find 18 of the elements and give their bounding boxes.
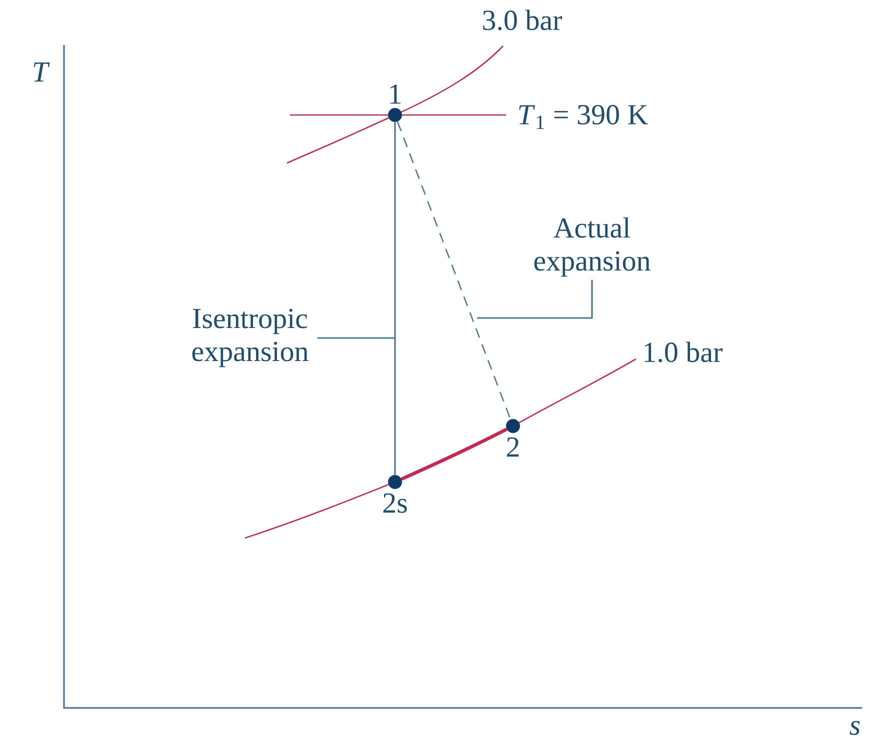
node-label: 1 [390, 84, 401, 104]
curve-label: T$_{1}$ = 390 K [519, 104, 648, 130]
leader-line [317, 337, 395, 339]
axis-label: s [850, 721, 860, 735]
state-point: 2s [383, 474, 407, 513]
state-point: 1 [388, 84, 402, 122]
node-label: 2s [383, 493, 407, 513]
callout-text: Isentropic expansion [192, 308, 308, 368]
leader-line [477, 280, 593, 319]
process-line [396, 122, 512, 420]
process-line [400, 428, 508, 481]
curve-label: 3.0 bar [483, 10, 562, 30]
state-point: 2 [506, 418, 520, 457]
process-line [394, 122, 396, 475]
curve-label: 1.0 bar [644, 342, 722, 362]
axis-label: T [34, 62, 50, 82]
node-label: 2 [507, 437, 519, 457]
callout-text: Actual expansion [534, 217, 650, 277]
